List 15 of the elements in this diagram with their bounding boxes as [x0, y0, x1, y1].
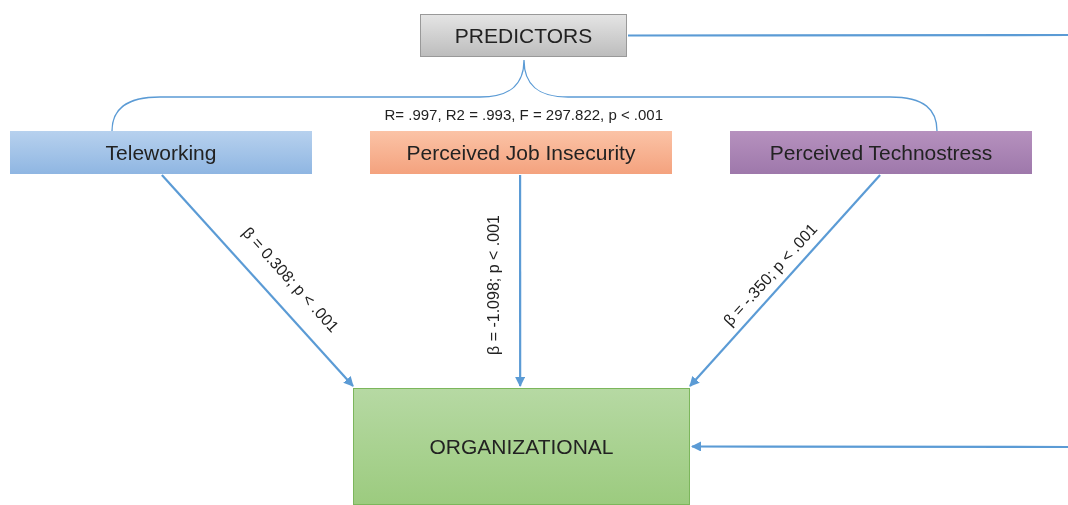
node-label: Perceived Technostress: [769, 140, 993, 165]
node-label: ORGANIZATIONAL: [429, 434, 614, 459]
box: [353, 388, 690, 505]
box: [370, 131, 672, 174]
box: [420, 14, 627, 57]
arrow: [515, 175, 526, 387]
node-label: PREDICTORS: [454, 23, 593, 48]
box: [730, 131, 1032, 174]
node-label: Perceived Job Insecurity: [406, 140, 636, 165]
edge-label: β = -1.098; p < .001: [485, 213, 503, 357]
arrow: [691, 441, 1068, 452]
arrow: [161, 174, 354, 387]
box: [10, 131, 312, 174]
arrow: [689, 174, 881, 387]
node-label: Teleworking: [105, 140, 217, 165]
